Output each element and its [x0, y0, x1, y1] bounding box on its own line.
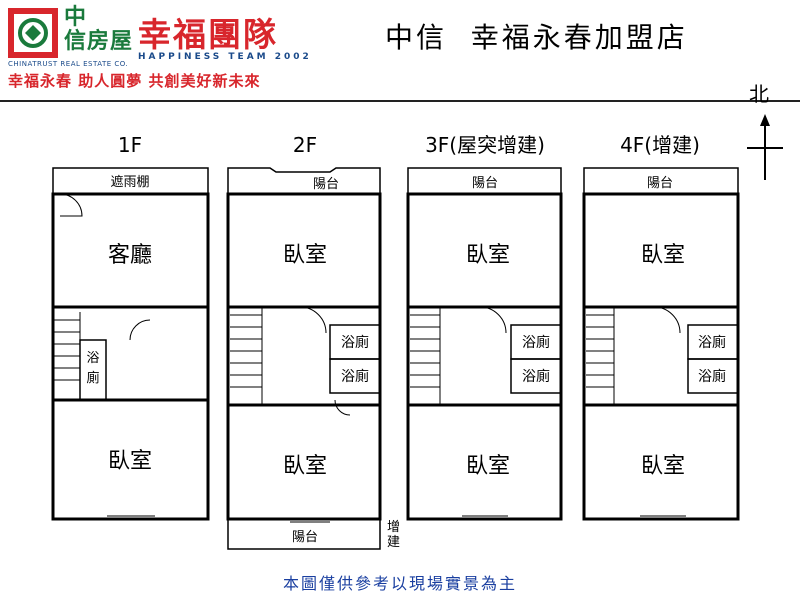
- room-label: 遮雨棚: [110, 174, 149, 190]
- floor-2f: [226, 167, 382, 550]
- north-compass: 北: [745, 78, 785, 188]
- store-title: 中信 幸福永春加盟店: [385, 21, 688, 54]
- room-label: 陽台: [647, 176, 673, 191]
- room-label: 浴廁: [698, 334, 726, 351]
- north-arrow-icon: [747, 114, 783, 180]
- room-label: 臥室: [466, 243, 510, 268]
- disclaimer: 本圖僅供參考以現場實景為主: [282, 574, 517, 593]
- room-label: 客廳: [108, 243, 152, 268]
- room-label: 浴廁: [341, 368, 369, 385]
- floor-4f: [582, 167, 740, 521]
- company-logo-icon: [8, 8, 58, 58]
- room-label: 浴廁: [698, 368, 726, 385]
- room-label: 臥室: [466, 454, 510, 479]
- room-label: 臥室: [108, 449, 152, 474]
- floor-1f: [51, 167, 210, 521]
- brand-name: 中 信房屋: [64, 5, 134, 54]
- floor-label-1f: 1F: [118, 133, 142, 157]
- north-label: 北: [749, 82, 769, 106]
- room-label: 廁: [86, 370, 99, 386]
- room-label: 浴: [86, 351, 99, 366]
- floor-label-2f: 2F: [293, 133, 317, 157]
- floor-label-4f: 4F(增建): [620, 133, 700, 157]
- slogan: 幸福永春 助人圓夢 共創美好新未來: [8, 72, 261, 90]
- room-label: 陽台: [472, 176, 498, 191]
- floor-label-3f: 3F(屋突增建): [425, 133, 545, 157]
- room-label: 臥室: [641, 454, 685, 479]
- room-label: 浴廁: [341, 334, 369, 351]
- header-divider: [0, 100, 800, 102]
- floor-3f: [406, 167, 563, 521]
- brand-english: CHINATRUST REAL ESTATE CO.: [8, 60, 129, 68]
- annex-note: 增 建: [387, 520, 401, 550]
- room-label: 臥室: [283, 454, 327, 479]
- room-label: 臥室: [641, 243, 685, 268]
- room-label: 陽台: [313, 177, 339, 192]
- team-english: HAPPINESS TEAM 2002: [138, 52, 312, 62]
- header: 中 信房屋 CHINATRUST REAL ESTATE CO. 幸福團隊 HA…: [0, 0, 800, 108]
- room-label: 陽台: [292, 530, 318, 545]
- room-label: 臥室: [283, 243, 327, 268]
- room-label: 浴廁: [522, 334, 550, 351]
- room-label: 浴廁: [522, 368, 550, 385]
- team-name: 幸福團隊: [138, 15, 278, 54]
